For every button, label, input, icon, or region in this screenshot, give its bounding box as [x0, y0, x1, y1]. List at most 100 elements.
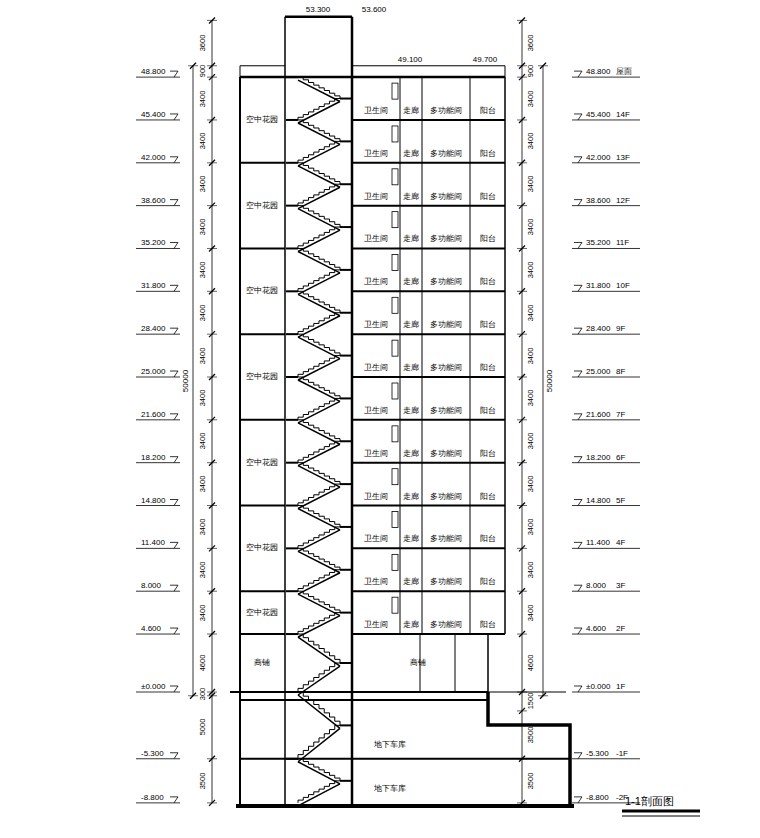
title-underline	[622, 816, 700, 817]
stair-flight	[298, 163, 340, 184]
dimension-tick	[519, 17, 525, 23]
dimension-tick	[190, 63, 196, 69]
stair-flight	[298, 248, 340, 269]
stair-flight	[298, 634, 340, 663]
floor-slab	[352, 333, 505, 335]
door-symbol	[392, 126, 398, 142]
stair-flight	[298, 141, 340, 162]
elevation-marker	[170, 200, 178, 206]
room-label: 商铺	[254, 659, 270, 667]
dimension-number: 50000	[546, 370, 554, 392]
dimension-tick	[209, 588, 215, 594]
elevation-marker	[574, 328, 582, 334]
dimension-tick	[209, 245, 215, 251]
floor-slab	[352, 419, 505, 421]
door-symbol	[392, 254, 398, 270]
room-label: 多功能间	[430, 578, 462, 586]
dimension-tick	[519, 503, 525, 509]
garden-slab	[240, 333, 285, 335]
dimension-tick	[519, 203, 525, 209]
stair-landing	[340, 780, 351, 782]
room-label: 阳台	[480, 364, 496, 372]
elevation-label: 14.800	[141, 497, 165, 505]
dimension-number: 3400	[199, 604, 207, 621]
dimension-tick	[519, 160, 525, 166]
elevation-marker	[170, 242, 178, 248]
elevation-label: 38.600	[586, 197, 610, 205]
dimension-tick	[209, 117, 215, 123]
room-label: 走廊	[403, 279, 419, 287]
elevation-label: 49.100	[398, 56, 422, 64]
elevation-label: ±0.000	[586, 683, 610, 691]
elevation-marker	[572, 591, 640, 592]
garden-slab	[240, 590, 285, 592]
stair-slab	[298, 695, 340, 728]
room-label: 多功能间	[430, 364, 462, 372]
room-label: 空中花园	[246, 202, 278, 210]
stair-wall	[351, 17, 354, 806]
door-symbol	[392, 297, 398, 313]
stair-slab	[298, 380, 340, 401]
stair-flight	[298, 692, 340, 725]
stair-landing	[340, 569, 351, 571]
parapet	[240, 66, 241, 77]
floor-label: 13F	[616, 154, 630, 162]
dimension-number: 3400	[199, 304, 207, 321]
elevation-marker	[572, 462, 640, 463]
stair-flight	[298, 527, 340, 548]
dimension-number: 3400	[199, 90, 207, 107]
elevation-marker	[574, 686, 582, 692]
stair-slab	[298, 444, 340, 465]
room-label: 多功能间	[430, 279, 462, 287]
elevation-marker	[170, 542, 178, 548]
room-label: 多功能间	[430, 450, 462, 458]
stair-landing	[340, 440, 351, 442]
dimension-number: 3600	[199, 35, 207, 52]
elevation-marker	[572, 548, 640, 549]
room-label: 走廊	[403, 236, 419, 244]
drawing-title: 1-1剖面图	[625, 796, 674, 807]
title-underline	[622, 810, 700, 813]
dimension-tick	[209, 503, 215, 509]
room-label: 多功能间	[430, 150, 462, 158]
elevation-marker	[170, 157, 178, 163]
stair-slab	[298, 530, 340, 551]
room-label: 阳台	[480, 536, 496, 544]
dimension-tick	[519, 800, 525, 806]
dimension-number: 3400	[527, 476, 535, 493]
garden-slab	[240, 247, 285, 249]
room-label: 阳台	[480, 193, 496, 201]
dimension-number: 4600	[527, 655, 535, 672]
dimension-line	[193, 66, 194, 696]
elevation-marker	[170, 585, 178, 591]
elevation-marker	[574, 500, 582, 506]
dimension-number: 3400	[199, 176, 207, 193]
room-label: 多功能间	[430, 193, 462, 201]
stair-slab	[298, 594, 340, 615]
door-symbol	[392, 383, 398, 399]
dimension-number: 4600	[199, 655, 207, 672]
floor-slab	[352, 205, 505, 207]
dimension-tick	[209, 460, 215, 466]
dimension-number: 5000	[199, 719, 207, 736]
stair-flight	[298, 398, 340, 419]
dimension-number: 3400	[199, 390, 207, 407]
stair-slab	[298, 123, 340, 144]
dimension-tick	[209, 631, 215, 637]
elevation-marker	[572, 248, 640, 249]
stair-slab	[298, 666, 340, 695]
floor-label: 6F	[616, 454, 625, 462]
floor-slab	[352, 462, 505, 464]
stair-landing	[340, 226, 351, 228]
room-label: 阳台	[480, 321, 496, 329]
dimension-number: 3400	[199, 347, 207, 364]
elevation-marker	[136, 802, 180, 803]
dimension-line	[543, 66, 544, 696]
dimension-tick	[519, 417, 525, 423]
room-label: 卫生间	[364, 150, 388, 158]
room-label: 走廊	[403, 321, 419, 329]
room-label: 卫生间	[364, 321, 388, 329]
stair-slab	[298, 573, 340, 594]
elevation-marker	[574, 371, 582, 377]
elevation-marker	[170, 414, 178, 420]
